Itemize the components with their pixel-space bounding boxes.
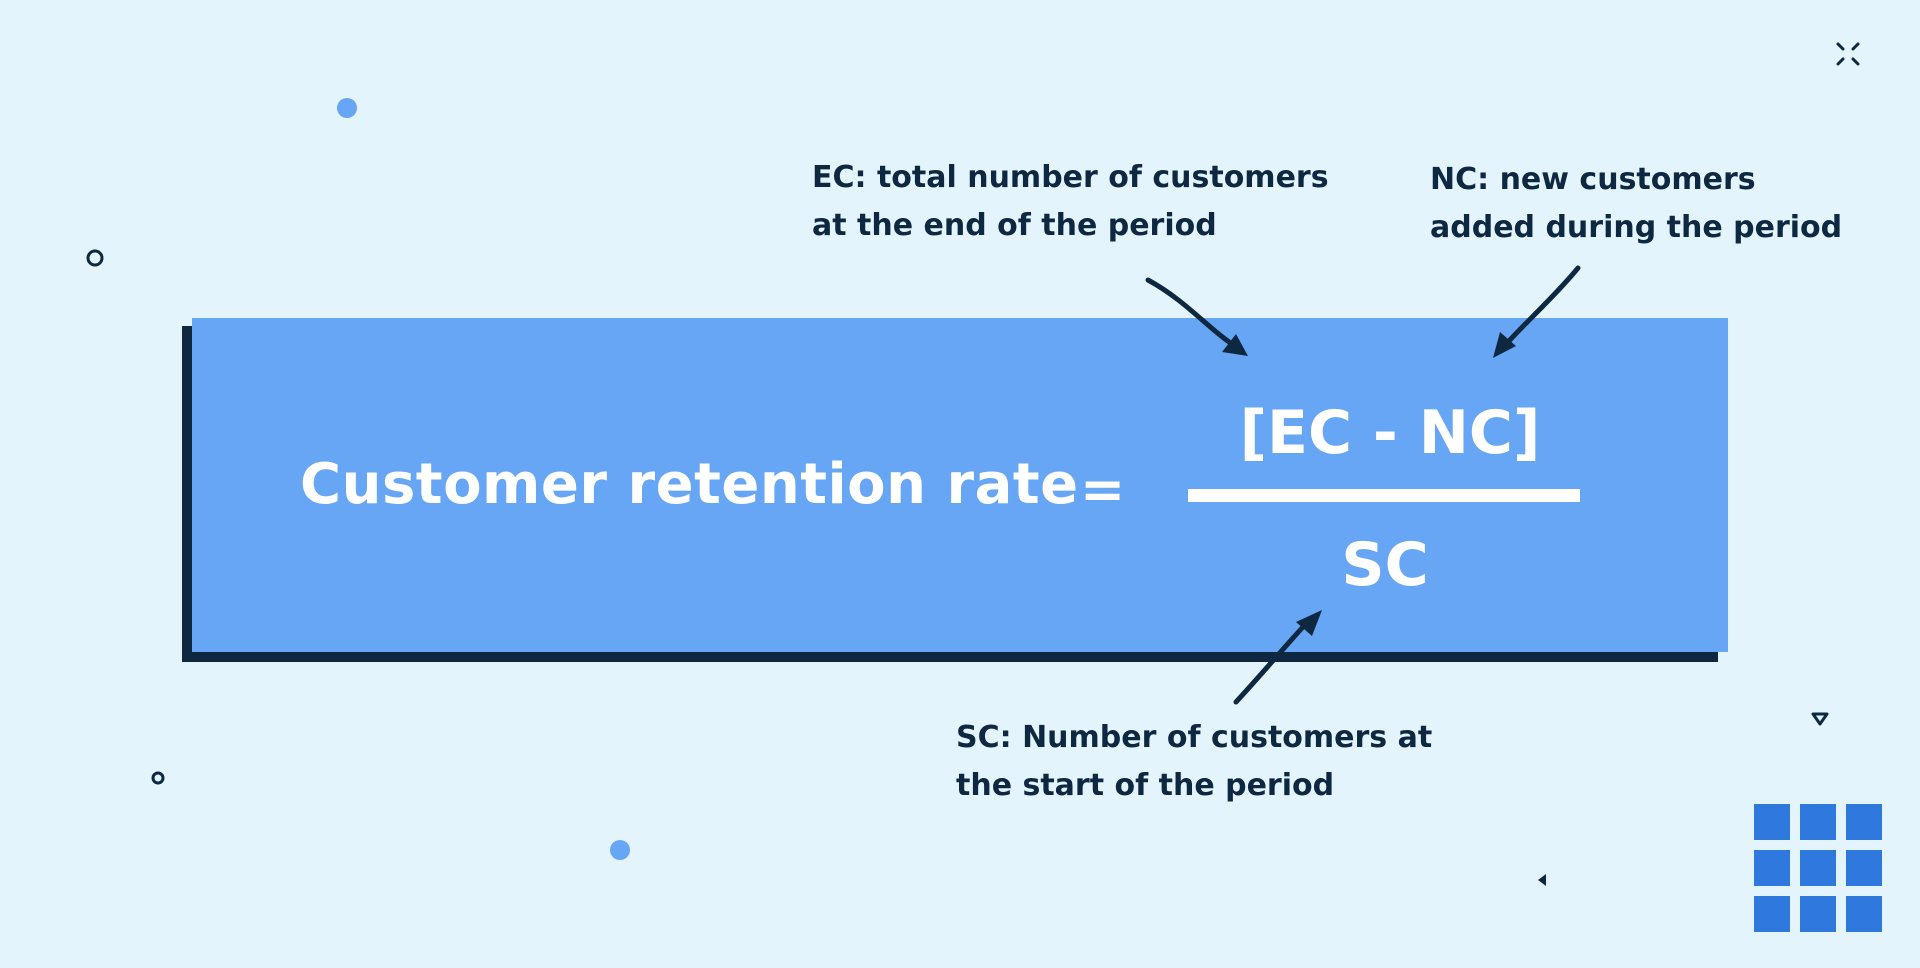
triangle-icon	[1538, 874, 1546, 886]
annotation-nc-line: NC: new customers	[1430, 162, 1756, 197]
grid-cell	[1800, 896, 1836, 932]
ring-decoration	[151, 771, 165, 785]
grid-cell	[1754, 850, 1790, 886]
formula-left-label: Customer retention rate	[300, 452, 1079, 517]
dot-decoration	[610, 840, 630, 860]
formula-denominator: SC	[1341, 530, 1429, 600]
annotation-ec: EC: total number of customers at the end…	[812, 154, 1329, 250]
formula-box	[192, 318, 1728, 652]
grid-cell	[1754, 804, 1790, 840]
annotation-sc-line: SC: Number of customers at	[956, 720, 1433, 755]
sparkle-icon	[1836, 42, 1860, 66]
triangle-icon	[1811, 712, 1829, 726]
arrow-ec-icon	[1145, 277, 1248, 356]
dot-decoration	[337, 98, 357, 118]
grid-cell	[1800, 850, 1836, 886]
grid-cell	[1846, 896, 1882, 932]
annotation-nc: NC: new customers added during the perio…	[1430, 156, 1842, 252]
formula-numerator: [EC - NC]	[1239, 398, 1541, 468]
arrow-sc-icon	[1233, 610, 1322, 705]
annotation-sc-line: the start of the period	[956, 768, 1335, 803]
fraction-bar	[1188, 489, 1580, 502]
grid-icon	[1754, 804, 1886, 934]
grid-cell	[1754, 896, 1790, 932]
ring-decoration	[86, 249, 104, 267]
grid-cell	[1846, 804, 1882, 840]
annotation-ec-line: at the end of the period	[812, 208, 1217, 243]
annotation-nc-line: added during the period	[1430, 210, 1843, 245]
equals-sign: =	[1080, 458, 1126, 521]
grid-cell	[1800, 804, 1836, 840]
annotation-ec-line: EC: total number of customers	[812, 160, 1329, 195]
annotation-sc: SC: Number of customers at the start of …	[956, 714, 1432, 810]
arrow-nc-icon	[1493, 265, 1581, 358]
grid-cell	[1846, 850, 1882, 886]
